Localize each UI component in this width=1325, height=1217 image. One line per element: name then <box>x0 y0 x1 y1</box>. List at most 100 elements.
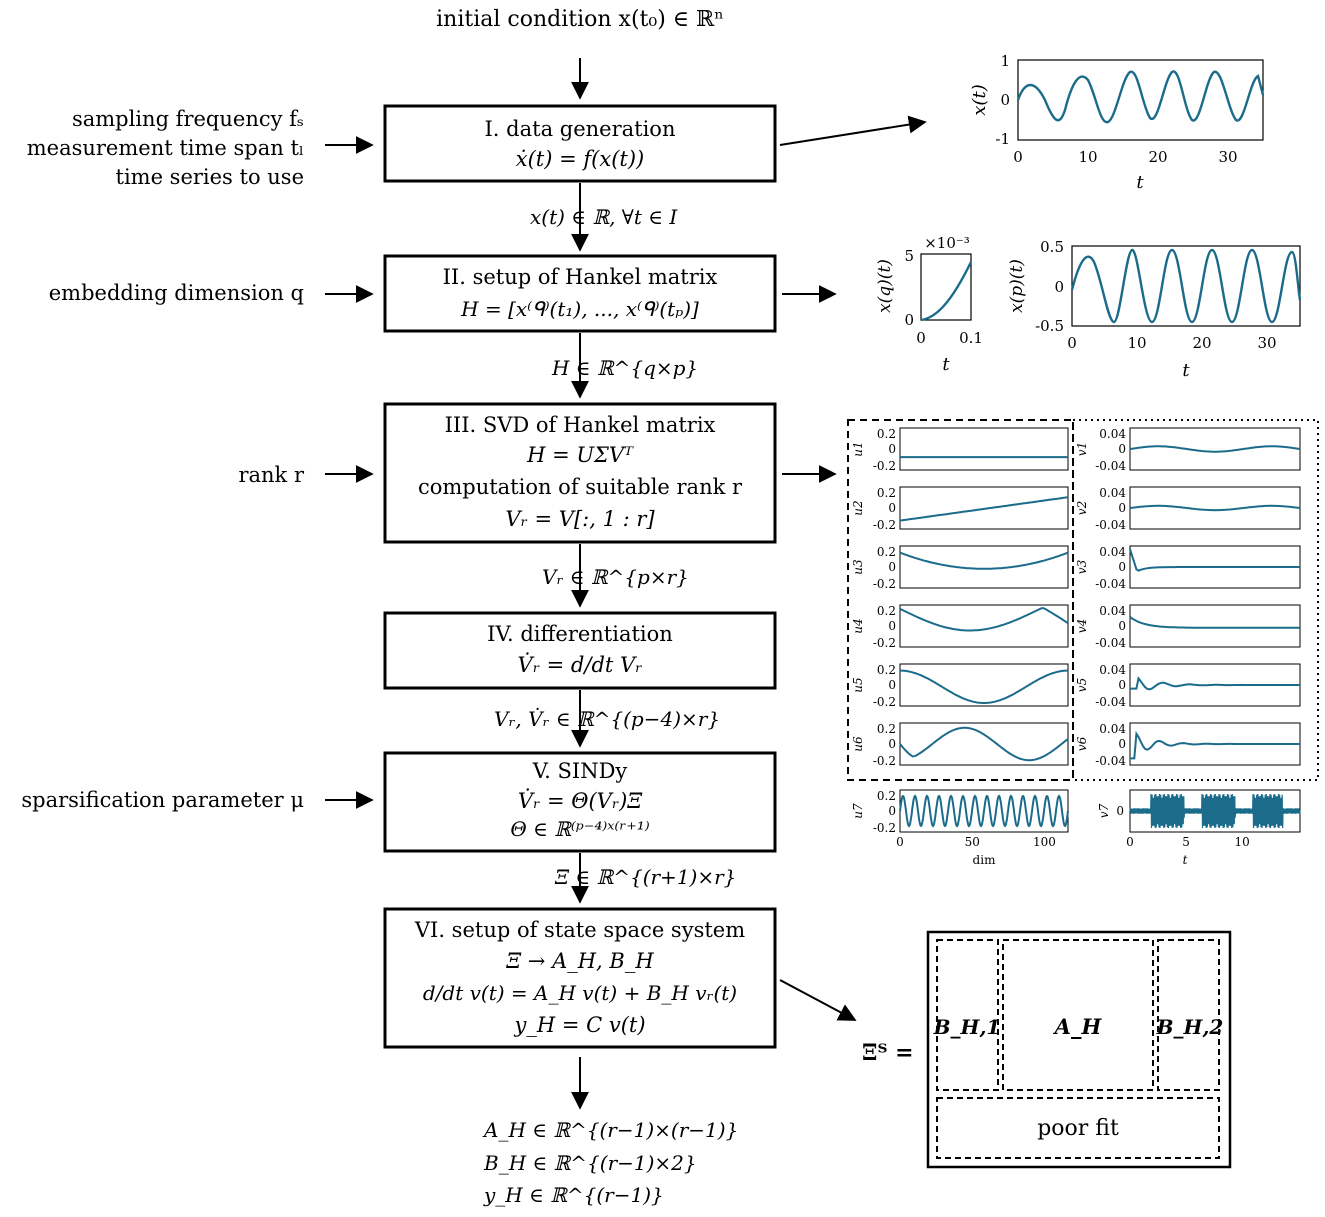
v-ytick-zero-6: 0 <box>1118 737 1126 751</box>
u-ytick-top-5: 0.2 <box>877 663 896 677</box>
step-3-eq-2: computation of suitable rank r <box>418 475 743 499</box>
plot-xp-ytick-m05: -0.5 <box>1035 317 1064 335</box>
step-1-title: I. data generation <box>485 117 676 141</box>
edge-3-label: Vᵣ ∈ ℝ^{p×r} <box>542 565 689 589</box>
plot-xt-ytick-1: 1 <box>1000 52 1010 70</box>
plot-xt-xtick-30: 30 <box>1218 148 1237 166</box>
step-data-generation: I. data generation ẋ(t) = f(x(t)) <box>383 104 777 183</box>
plot-xt-xlabel: t <box>1136 172 1144 193</box>
xi-b2: B_H,2 <box>1156 1015 1224 1039</box>
v-ytick-top-6: 0.04 <box>1099 722 1126 736</box>
step-6-eq-2: d/dt v(t) = A_H v(t) + B_H vᵣ(t) <box>423 981 737 1005</box>
v-mode-curve-1 <box>1129 445 1301 453</box>
v-mode-axes-4 <box>1129 604 1301 648</box>
step-hankel-setup: II. setup of Hankel matrix H = [x⁽ᑫ⁾(t₁)… <box>383 254 777 333</box>
plot-xq-ytick-0: 0 <box>904 311 914 329</box>
v-xlabel: t <box>1183 853 1188 867</box>
step-3-eq-1: H = UΣVᵀ <box>526 443 634 467</box>
v-ytick-zero-3: 0 <box>1118 560 1126 574</box>
u-mode-axes-1 <box>899 427 1069 471</box>
u-ytick-zero-7: 0 <box>888 804 896 818</box>
u-mode-label-3: u3 <box>851 559 865 575</box>
v-ytick-zero-5: 0 <box>1118 678 1126 692</box>
plot-xp-ylabel: x(p)(t) <box>1007 259 1027 313</box>
initial-condition-label: initial condition x(t₀) ∈ ℝⁿ <box>436 7 724 32</box>
v-mode-axes-2 <box>1129 486 1301 530</box>
plot-xq-curve <box>920 261 973 322</box>
u-ytick-top-7: 0.2 <box>877 789 896 803</box>
u-modes-frame <box>847 419 1074 781</box>
u-mode-curve-2 <box>899 496 1069 522</box>
plot-xp-xtick-30: 30 <box>1257 334 1276 352</box>
edge-4-label: Vᵣ, V̇ᵣ ∈ ℝ^{(p−4)×r} <box>494 707 720 731</box>
plot-xq-xlabel: t <box>942 354 950 375</box>
v-ytick-bottom-5: -0.04 <box>1095 695 1126 709</box>
step-1-eq: ẋ(t) = f(x(t)) <box>516 147 644 171</box>
plot-xq-xtick-01: 0.1 <box>959 329 983 347</box>
u-ytick-bottom-5: -0.2 <box>873 695 896 709</box>
step-6-title: VI. setup of state space system <box>414 918 745 942</box>
u-ytick-bottom-2: -0.2 <box>873 518 896 532</box>
u-ytick-top-6: 0.2 <box>877 722 896 736</box>
v-ytick-top-1: 0.04 <box>1099 427 1126 441</box>
u-ytick-zero-1: 0 <box>888 442 896 456</box>
plot-xt-curve <box>1016 70 1265 124</box>
v-ytick-bottom-6: -0.04 <box>1095 754 1126 768</box>
plot-xp-xtick-20: 20 <box>1192 334 1211 352</box>
plot-xq: ×10⁻³ 5 0 0 0.1 t x(q)(t) <box>875 234 983 375</box>
step-5-title: V. SINDy <box>532 759 628 783</box>
v-mode-label-3: v3 <box>1075 559 1089 574</box>
v-ytick-zero-2: 0 <box>1118 501 1126 515</box>
u-ytick-bottom-1: -0.2 <box>873 459 896 473</box>
step-state-space: VI. setup of state space system Ξ → A_H,… <box>383 907 777 1049</box>
u-mode-axes-4 <box>899 604 1069 648</box>
u-mode-curve-5 <box>900 669 1068 704</box>
plot-xp-xtick-10: 10 <box>1127 334 1146 352</box>
u-mode-curve-4 <box>899 606 1069 632</box>
step-svd: III. SVD of Hankel matrix H = UΣVᵀ compu… <box>383 402 777 544</box>
step-4-title: IV. differentiation <box>487 622 673 646</box>
u-xlabel: dim <box>973 853 997 867</box>
v-xtick-0: 0 <box>1126 835 1134 849</box>
v-ytick-bottom-4: -0.04 <box>1095 636 1126 650</box>
u-mode-curve-3 <box>899 551 1069 570</box>
plot-xt-ytick-0: 0 <box>1000 91 1010 109</box>
u-mode-axes-6 <box>899 722 1069 766</box>
step-sindy: V. SINDy V̇ᵣ = Θ(Vᵣ)Ξ Θ ∈ ℝ⁽ᵖ⁻⁴⁾ˣ⁽ʳ⁺¹⁾ <box>383 751 777 853</box>
u-xtick-2: 100 <box>1033 835 1056 849</box>
plot-xp-ytick-0: 0 <box>1054 278 1064 296</box>
v-mode-label-1: v1 <box>1075 442 1089 456</box>
v-mode-label-7: v7 <box>1097 803 1111 818</box>
v-ytick-bottom-2: -0.04 <box>1095 518 1126 532</box>
step-3-eq-3: Vᵣ = V[:, 1 : r] <box>505 507 655 531</box>
sampling-frequency-label: sampling frequency fₛ <box>72 107 304 131</box>
step-2-title: II. setup of Hankel matrix <box>443 265 718 289</box>
u-mode-label-4: u4 <box>851 618 865 633</box>
v-ytick-zero-4: 0 <box>1118 619 1126 633</box>
v-mode-curve-6 <box>1130 730 1300 760</box>
rank-label: rank r <box>238 463 304 487</box>
arrow-to-plot1 <box>779 115 927 146</box>
v-ytick-top-4: 0.04 <box>1099 604 1126 618</box>
u-ytick-zero-4: 0 <box>888 619 896 633</box>
plot-xq-ytick-5: 5 <box>904 247 914 265</box>
u-mode-axes-5 <box>899 663 1069 707</box>
step-6-eq-3: y_H = C v(t) <box>513 1013 645 1037</box>
u-ytick-zero-2: 0 <box>888 501 896 515</box>
v-mode-curve-3 <box>1129 548 1300 572</box>
u-mode-label-2: u2 <box>851 500 865 515</box>
plot-xq-ylabel: x(q)(t) <box>875 259 895 313</box>
plot-xp-ytick-05: 0.5 <box>1040 238 1064 256</box>
arrow-to-xi-matrix <box>779 979 857 1021</box>
v-ytick-bottom-3: -0.04 <box>1095 577 1126 591</box>
u-ytick-bottom-3: -0.2 <box>873 577 896 591</box>
plot-xt-xtick-20: 20 <box>1148 148 1167 166</box>
v-mode-curve-5 <box>1130 676 1300 691</box>
v-mode-curve-4 <box>1129 616 1300 629</box>
measurement-time-label: measurement time span tₗ <box>27 136 304 160</box>
v-xtick-2: 10 <box>1235 835 1250 849</box>
u-ytick-bottom-4: -0.2 <box>873 636 896 650</box>
output-a: A_H ∈ ℝ^{(r−1)×(r−1)} <box>482 1118 738 1142</box>
step-2-eq: H = [x⁽ᑫ⁾(t₁), ..., x⁽ᑫ⁾(tₚ)] <box>460 297 699 321</box>
